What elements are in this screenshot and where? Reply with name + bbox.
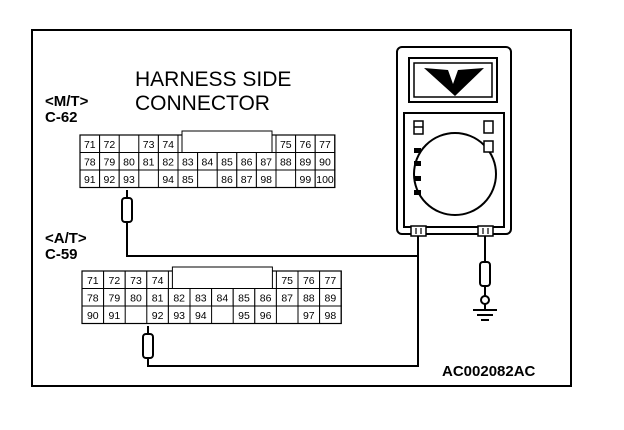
- ground-probe-pin: [479, 261, 491, 287]
- terminal-number: 98: [325, 310, 337, 322]
- mt-probe-pin: [121, 197, 133, 223]
- at-variant-label: <A/T>: [45, 230, 87, 247]
- connector-c59-grid: 71 72 73 74 75 76 77 78 79 80 81 82 83 84 85 86 87 88 89 90…: [81, 266, 342, 325]
- terminal-number: 94: [195, 310, 207, 322]
- terminal-number: 96: [260, 310, 272, 322]
- terminal-number: 87: [281, 293, 293, 305]
- terminal-number: 91: [109, 310, 121, 322]
- terminal-number: 75: [281, 275, 293, 287]
- terminal-number: 76: [300, 139, 312, 151]
- terminal-number: 82: [162, 157, 174, 169]
- terminal-number: 72: [109, 275, 121, 287]
- terminal-number: 86: [241, 157, 253, 169]
- terminal-number: 91: [84, 174, 96, 186]
- volt-symbol-icon: [424, 68, 484, 96]
- terminal-number: 81: [143, 157, 155, 169]
- terminal-number: 71: [87, 275, 99, 287]
- terminal-number: 92: [152, 310, 164, 322]
- terminal-number: 77: [319, 139, 331, 151]
- terminal-number: 74: [162, 139, 174, 151]
- terminal-number: 98: [260, 174, 272, 186]
- terminal-number: 89: [300, 157, 312, 169]
- terminal-number: 83: [182, 157, 194, 169]
- terminal-number: 85: [182, 174, 194, 186]
- at-probe-wire: [142, 236, 419, 367]
- terminal-number: 89: [325, 293, 337, 305]
- terminal-number: 73: [130, 275, 142, 287]
- terminal-number: 87: [241, 174, 253, 186]
- figure-code: AC002082AC: [442, 363, 536, 380]
- terminal-number: 93: [173, 310, 185, 322]
- terminal-number: 71: [84, 139, 96, 151]
- terminal-number: 84: [217, 293, 229, 305]
- terminal-number: 78: [87, 293, 99, 305]
- terminal-number: 86: [260, 293, 272, 305]
- connector-c62-grid: 71 72 73 74 75 76 77 78 79 80 81 82 83 84 85 86 87 88 89 90…: [79, 130, 336, 189]
- terminal-number: 79: [109, 293, 121, 305]
- terminal-number: 85: [238, 293, 250, 305]
- title-line-2: CONNECTOR: [135, 92, 270, 115]
- terminal-number: 86: [221, 174, 233, 186]
- connector-key: [171, 266, 273, 289]
- terminal-number: 83: [195, 293, 207, 305]
- v-jack-icon: [477, 225, 494, 237]
- mt-probe-wire: [121, 190, 418, 257]
- ground-lead: [473, 236, 497, 321]
- terminal-number: 74: [152, 275, 164, 287]
- selector-knob-icon: [413, 132, 497, 216]
- terminal-number: 100: [316, 174, 334, 186]
- terminal-number: 76: [303, 275, 315, 287]
- at-connector-code: C-59: [45, 246, 78, 263]
- terminal-number: 87: [260, 157, 272, 169]
- terminal-number: 92: [104, 174, 116, 186]
- terminal-number: 90: [87, 310, 99, 322]
- terminal-number: 77: [325, 275, 337, 287]
- terminal-number: 88: [303, 293, 315, 305]
- terminal-number: 75: [280, 139, 292, 151]
- terminal-number: 88: [280, 157, 292, 169]
- terminal-number: 85: [221, 157, 233, 169]
- terminal-number: 79: [104, 157, 116, 169]
- title-line-1: HARNESS SIDE: [135, 68, 291, 91]
- com-jack-icon: [410, 225, 427, 237]
- terminal-number: 95: [238, 310, 250, 322]
- voltmeter-display: [408, 57, 498, 103]
- mt-variant-label: <M/T>: [45, 93, 89, 110]
- terminal-number: 90: [319, 157, 331, 169]
- terminal-number: 93: [123, 174, 135, 186]
- terminal-number: 82: [173, 293, 185, 305]
- terminal-number: 78: [84, 157, 96, 169]
- ground-symbol-icon: [473, 309, 497, 321]
- diagram-frame: [31, 29, 572, 387]
- terminal-number: 80: [130, 293, 142, 305]
- terminal-number: 73: [143, 139, 155, 151]
- voltmeter: [396, 46, 512, 237]
- terminal-number: 99: [300, 174, 312, 186]
- mt-connector-code: C-62: [45, 109, 78, 126]
- terminal-number: 94: [162, 174, 174, 186]
- terminal-number: 72: [104, 139, 116, 151]
- at-probe-pin: [142, 333, 154, 359]
- terminal-number: 80: [123, 157, 135, 169]
- terminal-number: 97: [303, 310, 315, 322]
- connector-key: [181, 130, 273, 153]
- terminal-number: 81: [152, 293, 164, 305]
- terminal-number: 84: [202, 157, 214, 169]
